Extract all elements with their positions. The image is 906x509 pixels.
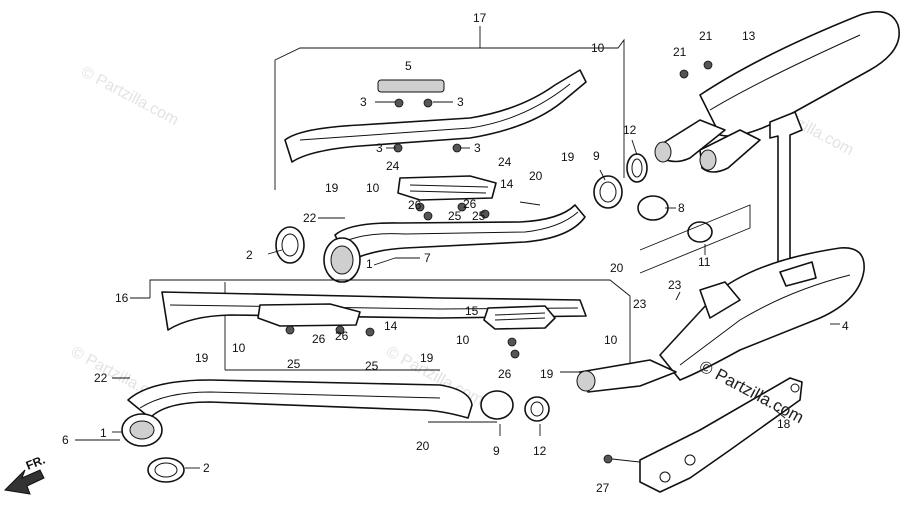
callout-3: 3 bbox=[474, 141, 481, 155]
callout-15: 15 bbox=[465, 304, 479, 318]
muffler-stay bbox=[769, 111, 803, 267]
callout-2: 2 bbox=[203, 461, 210, 475]
callout-5: 5 bbox=[405, 59, 412, 73]
callout-25: 25 bbox=[472, 209, 486, 223]
lower-heat-shield bbox=[161, 291, 587, 359]
group-bracket-17 bbox=[274, 38, 625, 190]
callout-23: 23 bbox=[668, 278, 682, 292]
callout-26: 26 bbox=[312, 332, 326, 346]
callout-11: 11 bbox=[698, 255, 711, 269]
callout-7: 7 bbox=[424, 251, 431, 265]
callout-10: 10 bbox=[366, 181, 380, 195]
muffler-bracket-18 bbox=[603, 377, 803, 493]
callout-18: 18 bbox=[777, 417, 791, 431]
callout-3: 3 bbox=[376, 141, 383, 155]
watermark-text: © Partzilla.com bbox=[78, 64, 181, 130]
callout-3: 3 bbox=[360, 95, 367, 109]
callout-19: 19 bbox=[561, 150, 575, 164]
upper-exhaust-pipe bbox=[275, 204, 586, 283]
callout-9: 9 bbox=[493, 444, 500, 458]
callout-26: 26 bbox=[408, 198, 422, 212]
callout-10: 10 bbox=[591, 41, 605, 55]
callout-27: 27 bbox=[596, 481, 610, 495]
arrow-left-icon bbox=[3, 469, 45, 495]
callout-24: 24 bbox=[386, 159, 400, 173]
callout-26: 26 bbox=[335, 329, 349, 343]
callout-19: 19 bbox=[420, 351, 434, 365]
callout-9: 9 bbox=[593, 149, 600, 163]
callout-10: 10 bbox=[604, 333, 618, 347]
callout-25: 25 bbox=[365, 359, 379, 373]
callout-8: 8 bbox=[678, 201, 685, 215]
lower-muffler-4 bbox=[576, 247, 865, 393]
callout-19: 19 bbox=[195, 351, 209, 365]
callout-25: 25 bbox=[448, 209, 462, 223]
callout-17: 17 bbox=[473, 11, 487, 25]
upper-joint-parts bbox=[593, 153, 751, 274]
upper-heat-shield bbox=[284, 69, 587, 163]
callout-25: 25 bbox=[287, 357, 301, 371]
callout-23: 23 bbox=[633, 297, 647, 311]
inner-heat-shield-14 bbox=[397, 175, 497, 221]
gasket-2-lower bbox=[147, 457, 185, 483]
callout-20: 20 bbox=[610, 261, 624, 275]
callout-20: 20 bbox=[529, 169, 543, 183]
callout-12: 12 bbox=[533, 444, 547, 458]
callout-2: 2 bbox=[246, 248, 253, 262]
callout-10: 10 bbox=[456, 333, 470, 347]
group-bracket-11 bbox=[639, 204, 751, 274]
callout-26: 26 bbox=[498, 367, 512, 381]
callout-10: 10 bbox=[232, 341, 246, 355]
callout-24: 24 bbox=[498, 155, 512, 169]
callout-22: 22 bbox=[94, 371, 108, 385]
callout-21: 21 bbox=[699, 29, 713, 43]
callout-14: 14 bbox=[384, 319, 398, 333]
callout-14: 14 bbox=[500, 177, 514, 191]
gasket-2 bbox=[275, 226, 305, 264]
callout-6: 6 bbox=[62, 433, 69, 447]
callout-19: 19 bbox=[325, 181, 339, 195]
callout-19: 19 bbox=[540, 367, 554, 381]
direction-label: FR. bbox=[24, 453, 47, 473]
lower-exhaust-pipe bbox=[121, 379, 550, 483]
callout-4: 4 bbox=[842, 319, 849, 333]
shield-clamp-5 bbox=[377, 79, 445, 93]
front-direction-arrow: FR. bbox=[3, 453, 47, 495]
callout-12: 12 bbox=[623, 123, 637, 137]
callout-3: 3 bbox=[457, 95, 464, 109]
callout-1: 1 bbox=[100, 426, 107, 440]
callout-labels: 17 5 3 3 3 3 10 10 19 19 24 24 14 26 26 … bbox=[62, 11, 849, 495]
callout-20: 20 bbox=[416, 439, 430, 453]
upper-muffler-13 bbox=[654, 10, 900, 267]
callout-21: 21 bbox=[673, 45, 687, 59]
callout-16: 16 bbox=[115, 291, 129, 305]
callout-13: 13 bbox=[742, 29, 756, 43]
callout-26: 26 bbox=[463, 197, 477, 211]
callout-1: 1 bbox=[366, 257, 373, 271]
callout-22: 22 bbox=[303, 211, 317, 225]
leader-lines bbox=[75, 101, 840, 469]
